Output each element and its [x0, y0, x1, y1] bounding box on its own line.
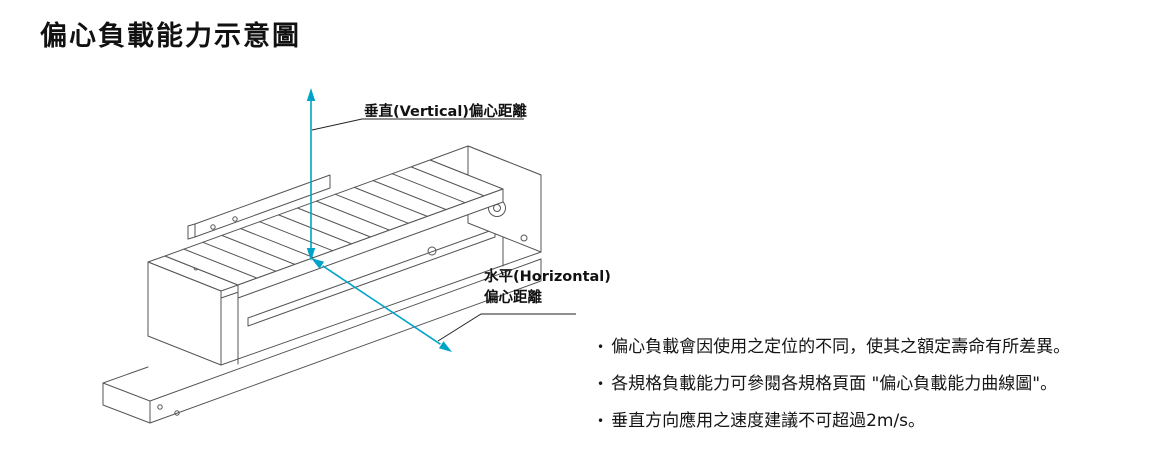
end-bolt-hole: [520, 234, 528, 242]
bullet-icon: •: [597, 414, 605, 428]
vertical-offset-label: 垂直(Vertical)偏心距離: [364, 104, 527, 120]
note-text: 垂直方向應用之速度建議不可超過2m/s。: [611, 411, 926, 431]
vertical-label-leader: [311, 118, 524, 131]
module-body: [102, 145, 542, 424]
grease-port: [427, 246, 437, 256]
horizontal-offset-label: 水平(Horizontal) 偏心距離: [484, 267, 611, 309]
rail-hole: [232, 216, 238, 222]
notes-list: • 偏心負載會因使用之定位的不同，使其之額定壽命有所差異。 • 各規格負載能力可…: [597, 335, 1137, 446]
plate-hole: [157, 404, 163, 410]
table-front-edge: [237, 188, 504, 299]
note-text: 偏心負載會因使用之定位的不同，使其之額定壽命有所差異。: [611, 337, 1071, 357]
note-text: 各規格負載能力可參閱各規格頁面 "偏心負載能力曲線圖"。: [611, 374, 1058, 394]
horizontal-arrow-head-near: [311, 258, 325, 269]
back-rail: [194, 174, 331, 238]
horizontal-arrow-shaft: [322, 265, 441, 345]
horizontal-offset-label-line2: 偏心距離: [484, 290, 542, 306]
base-plate-left-end: [102, 382, 151, 424]
page-title: 偏心負載能力示意圖: [40, 21, 301, 52]
note-item: • 垂直方向應用之速度建議不可超過2m/s。: [597, 409, 1137, 433]
horizontal-label-leader: [437, 313, 576, 342]
vertical-arrow-head-top: [306, 88, 316, 101]
plate-hole: [174, 410, 180, 416]
note-item: • 各規格負載能力可參閱各規格頁面 "偏心負載能力曲線圖"。: [597, 372, 1137, 396]
note-item: • 偏心負載會因使用之定位的不同，使其之額定壽命有所差異。: [597, 335, 1137, 359]
horizontal-offset-label-line1: 水平(Horizontal): [484, 269, 611, 285]
leader-lines: [311, 118, 576, 342]
vertical-arrow-head-bottom: [306, 248, 316, 261]
table-strips: [183, 166, 485, 279]
rail-hole: [210, 224, 216, 230]
bullet-icon: •: [597, 340, 605, 354]
arrow-heads: [306, 88, 452, 352]
bullet-icon: •: [597, 377, 605, 391]
horizontal-arrow-head-far: [438, 341, 452, 352]
arrow-shafts: [310, 100, 441, 345]
